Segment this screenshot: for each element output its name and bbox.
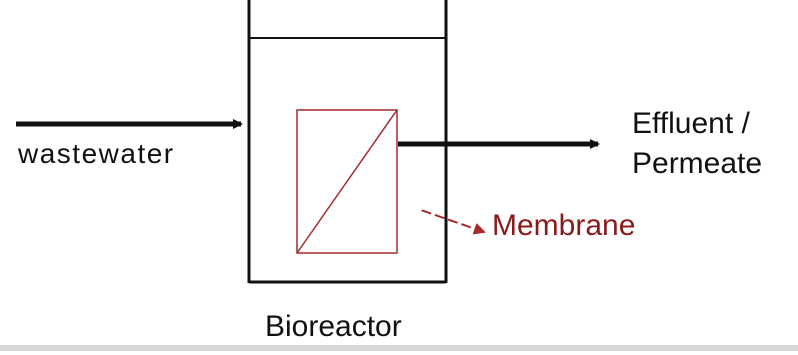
bottom-divider	[0, 345, 798, 351]
wastewater-label: wastewater	[18, 138, 175, 169]
effluent-permeate-label: Effluent / Permeate	[632, 104, 762, 184]
membrane-box	[296, 109, 398, 254]
membrane-label: Membrane	[492, 209, 636, 242]
effluent-label-line2: Permeate	[632, 147, 763, 180]
membrane-diagonal	[296, 109, 398, 254]
effluent-label-line1: Effluent /	[632, 107, 750, 140]
membrane-module	[296, 109, 398, 254]
membrane-pointer-arrow	[417, 208, 486, 235]
bioreactor-label: Bioreactor	[265, 310, 402, 343]
bioreactor-tank	[247, 0, 448, 284]
